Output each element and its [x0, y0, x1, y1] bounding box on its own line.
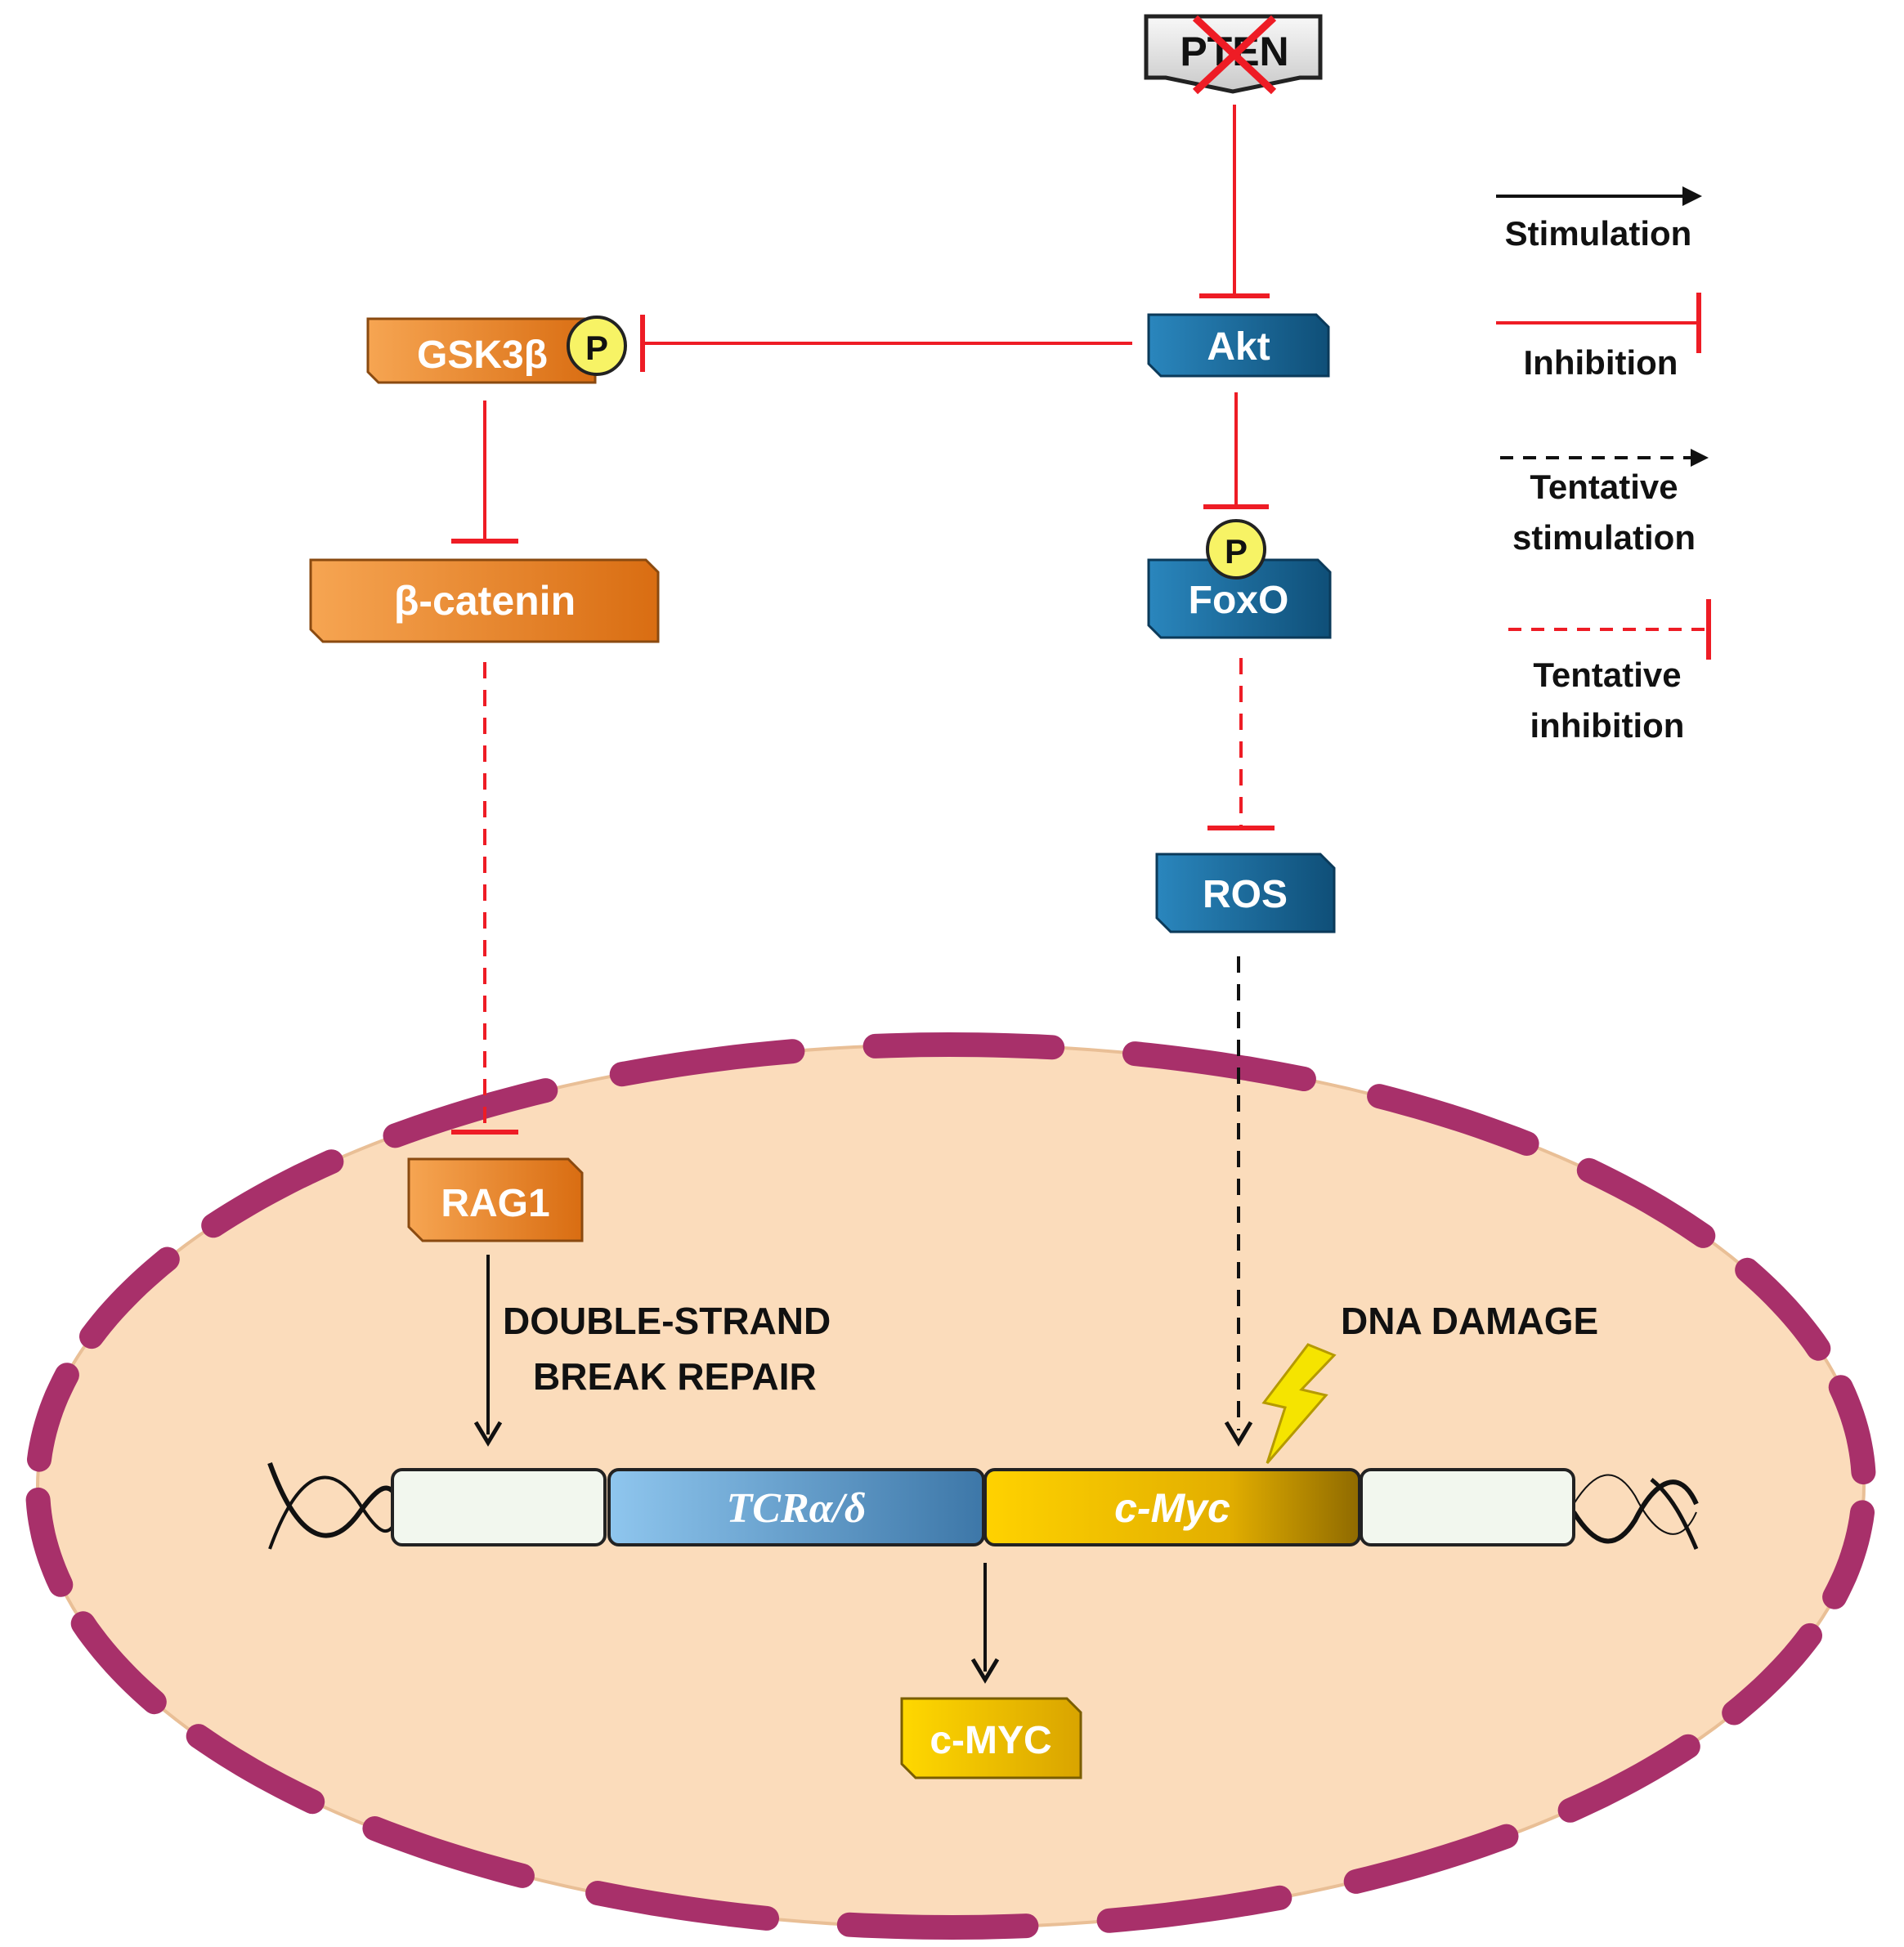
dna-flank-left	[391, 1468, 607, 1546]
deletion-cross-icon	[1192, 15, 1277, 95]
nuclear-envelope-segment	[1096, 1885, 1292, 1933]
nuclear-envelope-segment	[1367, 1084, 1539, 1156]
cmyc-protein-label: c-MYC	[930, 1719, 1051, 1762]
nuclear-envelope-segment	[1722, 1622, 1822, 1725]
nuclear-envelope-segment	[79, 1247, 180, 1349]
nuclear-envelope-segment	[25, 1487, 74, 1597]
inhibition-gsk3b-bcatenin	[451, 401, 518, 544]
inhibition-pten-akt	[1199, 105, 1270, 298]
nuclear-envelope-segment	[1822, 1500, 1875, 1609]
tentative-inhibition-bcatenin-rag1	[451, 662, 518, 1135]
legend-inhibition: Inhibition	[1496, 293, 1701, 382]
rag1-label: RAG1	[441, 1182, 549, 1225]
nuclear-envelope-segment	[383, 1078, 558, 1148]
tentative-stimulation-ros-cmyc	[1224, 956, 1253, 1447]
dna-double-helix	[267, 1461, 1699, 1550]
nuclear-envelope-segment	[1122, 1041, 1316, 1091]
dna-damage-label: DNA DAMAGE	[1341, 1300, 1598, 1342]
svg-text:Tentative: Tentative	[1530, 468, 1678, 506]
nuclear-envelope-segment	[1557, 1734, 1700, 1823]
akt-node: Akt	[1147, 313, 1330, 378]
inhibition-akt-gsk3b	[640, 315, 1132, 372]
bcatenin-node: β-catenin	[309, 558, 660, 643]
stimulation-rag1-dna	[473, 1255, 503, 1447]
ros-label: ROS	[1203, 873, 1288, 916]
nuclear-envelope-segment	[585, 1881, 779, 1931]
dna-flank-right	[1360, 1468, 1575, 1546]
nuclear-envelope-segment	[836, 1912, 1039, 1940]
nuclear-envelope-segment	[201, 1149, 344, 1238]
lightning-bolt-icon	[1261, 1343, 1337, 1464]
svg-text:P: P	[585, 329, 608, 367]
svg-text:stimulation: stimulation	[1512, 518, 1696, 557]
foxo-label: FoxO	[1189, 579, 1289, 622]
nuclear-envelope-segment	[609, 1039, 805, 1087]
nuclear-envelope-segment	[362, 1816, 535, 1888]
nuclear-envelope-segment	[862, 1032, 1065, 1060]
legend-tentative-inhibition: Tentative inhibition	[1508, 599, 1711, 745]
nuclear-envelope-segment	[27, 1363, 79, 1472]
svg-text:inhibition: inhibition	[1530, 706, 1685, 745]
ros-node: ROS	[1155, 853, 1336, 933]
stimulation-transcription	[970, 1563, 1000, 1684]
nuclear-envelope-segment	[186, 1724, 325, 1815]
foxo-node: FoxO P	[1147, 519, 1332, 639]
bcatenin-label: β-catenin	[394, 578, 576, 624]
nuclear-envelope-segment	[70, 1611, 167, 1715]
phospho-icon: P	[567, 316, 627, 376]
nuclear-envelope	[25, 1032, 1876, 1940]
cmyc-gene-label: c-Myc	[1114, 1485, 1230, 1531]
nuclear-envelope-segment	[1735, 1257, 1831, 1361]
tcr-segment: TCRα/δ	[607, 1468, 985, 1546]
tcr-label: TCRα/δ	[727, 1485, 867, 1532]
legend-tentative-stimulation: Tentative stimulation	[1500, 449, 1709, 557]
akt-label: Akt	[1207, 325, 1270, 369]
phospho-icon: P	[1206, 519, 1266, 580]
gsk3b-label: GSK3β	[417, 333, 548, 377]
cmyc-gene-segment: c-Myc	[983, 1468, 1361, 1546]
svg-text:Inhibition: Inhibition	[1524, 343, 1678, 382]
gsk3b-node: GSK3β P	[366, 316, 627, 384]
pten-node: PTEN	[1144, 14, 1323, 95]
svg-text:Stimulation: Stimulation	[1505, 214, 1692, 253]
tentative-inhibition-foxo-ros	[1207, 658, 1275, 830]
svg-text:Tentative: Tentative	[1533, 656, 1681, 694]
nuclear-envelope-segment	[1828, 1375, 1876, 1485]
legend-stimulation: Stimulation	[1496, 186, 1702, 253]
dsb-repair-label-line1: DOUBLE-STRAND	[503, 1300, 831, 1342]
svg-text:P: P	[1225, 532, 1248, 571]
nuclear-envelope-segment	[1343, 1824, 1519, 1894]
nuclear-envelope-segment	[1576, 1157, 1716, 1248]
inhibition-akt-foxo	[1203, 392, 1269, 509]
legend: Stimulation Inhibition Tentative stimula…	[1496, 186, 1711, 745]
cmyc-protein-node: c-MYC	[900, 1697, 1082, 1779]
rag1-node: RAG1	[407, 1157, 584, 1242]
dsb-repair-label-line2: BREAK REPAIR	[533, 1355, 817, 1398]
